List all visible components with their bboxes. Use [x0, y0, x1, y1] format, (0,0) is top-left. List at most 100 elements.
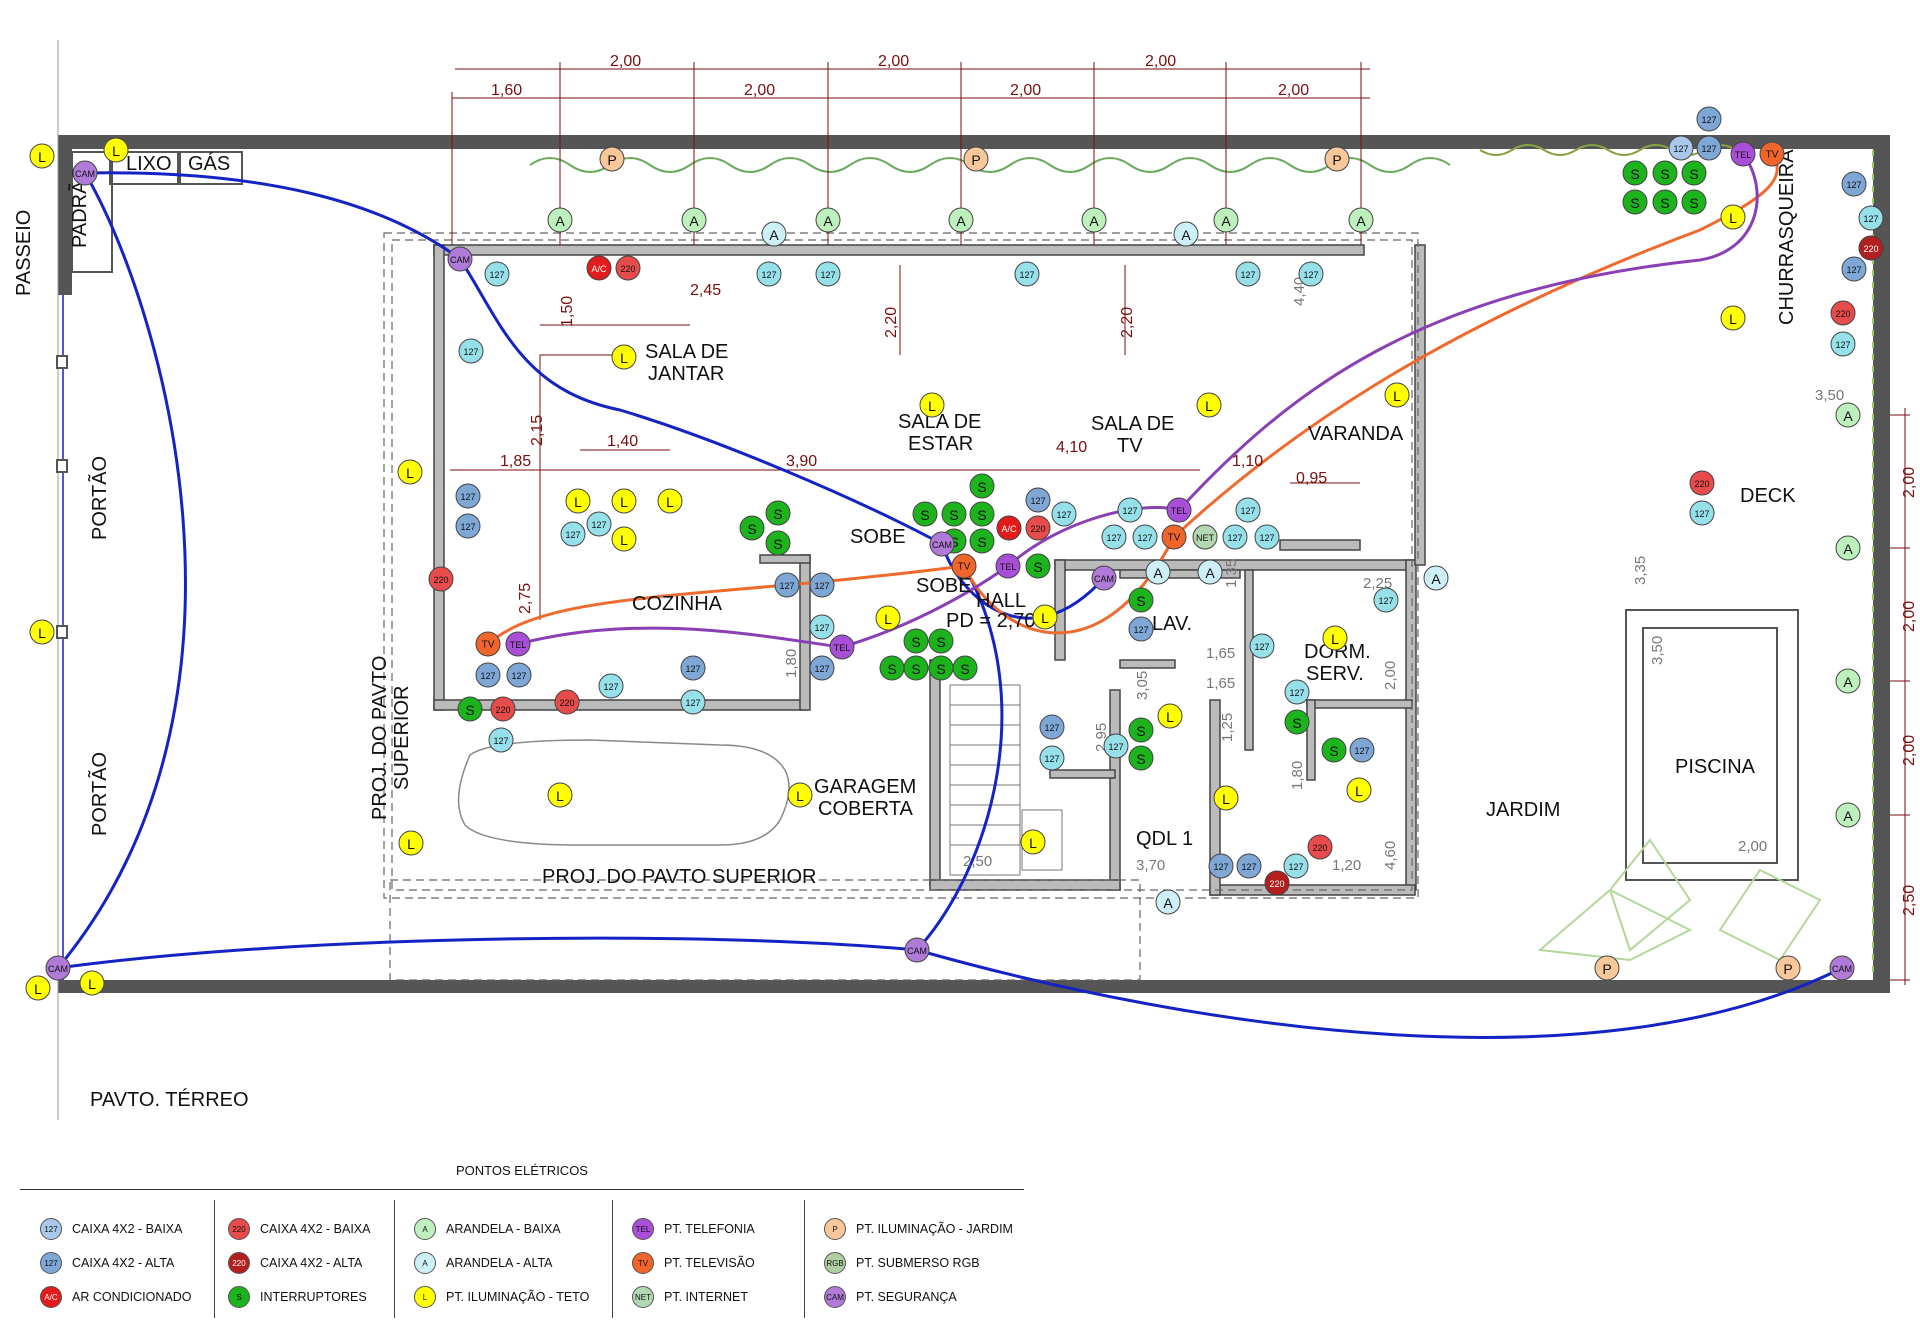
point-ab: A: [1835, 668, 1861, 694]
point-127c: 127: [756, 261, 782, 287]
point-220a: 220: [1858, 235, 1884, 261]
legend-divider: [20, 1189, 1024, 1190]
point-label: 220: [1030, 524, 1045, 534]
dimension-text: 2,00: [744, 82, 775, 99]
point-s: S: [1622, 160, 1648, 186]
pool: [1625, 609, 1799, 881]
legend-label: PT. ILUMINAÇÃO - TETO: [446, 1290, 590, 1304]
dimension-text: 2,00: [1738, 838, 1767, 855]
point-127a: 127: [1841, 171, 1867, 197]
point-s: S: [765, 500, 791, 526]
point-label: CAM: [1094, 574, 1114, 584]
point-label: S: [977, 479, 986, 495]
point-label: L: [1029, 835, 1037, 851]
point-127c: 127: [1284, 679, 1310, 705]
point-l: L: [29, 143, 55, 169]
legend-label: PT. ILUMINAÇÃO - JARDIM: [856, 1222, 1013, 1236]
point-label: A/C: [591, 264, 607, 274]
point-127c: 127: [1235, 497, 1261, 523]
dimension-text: 1,80: [1289, 761, 1306, 790]
point-p: P: [1324, 146, 1350, 172]
point-label: A: [1431, 571, 1441, 587]
point-label: CAM: [48, 964, 68, 974]
dimension-text: 1,10: [1232, 453, 1263, 470]
point-ab: A: [948, 207, 974, 233]
dimension-text: 2,00: [1901, 601, 1918, 632]
point-ab: A: [1835, 802, 1861, 828]
projection-outline: [383, 232, 1419, 981]
point-127a: 127: [809, 655, 835, 681]
point-l: L: [657, 488, 683, 514]
point-net: NET: [1192, 524, 1218, 550]
point-label: 220: [1863, 244, 1878, 254]
point-label: TV: [482, 640, 495, 651]
dimension-text: 2,20: [883, 307, 900, 338]
point-label: L: [928, 398, 936, 414]
point-label: 127: [779, 581, 794, 591]
point-l: L: [79, 970, 105, 996]
point-label: S: [949, 507, 958, 523]
utility-boxes: [71, 151, 243, 273]
legend-column-divider: [804, 1200, 805, 1318]
point-label: A: [1205, 565, 1215, 581]
point-label: L: [1355, 783, 1363, 799]
point-label: 127: [1863, 214, 1878, 224]
point-l: L: [611, 488, 637, 514]
point-label: 127: [591, 520, 606, 530]
point-label: TEL: [1171, 506, 1188, 516]
point-s: S: [969, 528, 995, 554]
legend-symbol-icon: 220: [228, 1218, 250, 1240]
point-label: L: [796, 788, 804, 804]
room-label: LIXO: [126, 153, 172, 175]
point-l: L: [919, 392, 945, 418]
point-cam: CAM: [929, 531, 955, 557]
point-label: L: [1166, 709, 1174, 725]
point-label: L: [1222, 791, 1230, 807]
point-label: 127: [1030, 496, 1045, 506]
point-label: 127: [565, 530, 580, 540]
point-220a: 220: [1264, 870, 1290, 896]
point-label: S: [1660, 166, 1669, 182]
point-label: A: [1163, 895, 1173, 911]
point-label: TEL: [1000, 562, 1017, 572]
point-label: S: [1136, 593, 1145, 609]
point-l: L: [397, 459, 423, 485]
legend-label: ARANDELA - BAIXA: [446, 1222, 561, 1236]
legend-label: CAIXA 4X2 - ALTA: [72, 1256, 175, 1270]
wiring-purple: [517, 153, 1759, 649]
legend-label: PT. INTERNET: [664, 1290, 749, 1304]
point-ab: A: [547, 207, 573, 233]
point-127c: 127: [1101, 524, 1127, 550]
point-label: 127: [1044, 723, 1059, 733]
dimension-text: 2,00: [878, 53, 909, 70]
point-s: S: [928, 655, 954, 681]
dimension-text: 1,65: [1206, 675, 1235, 692]
point-s: S: [1128, 587, 1154, 613]
point-ab: A: [815, 207, 841, 233]
point-label: 127: [1122, 506, 1137, 516]
dimension-text: 2,00: [1382, 661, 1399, 690]
point-127c: 127: [560, 521, 586, 547]
room-label: DORM.: [1304, 641, 1371, 663]
point-s: S: [952, 655, 978, 681]
legend-symbol-icon: A: [414, 1252, 436, 1274]
room-label: SALA DE: [1091, 413, 1174, 435]
point-aa: A: [1145, 559, 1171, 585]
point-s: S: [941, 501, 967, 527]
point-s: S: [903, 655, 929, 681]
room-label: DECK: [1740, 485, 1796, 507]
point-label: 127: [1673, 144, 1688, 154]
point-127a: 127: [1696, 135, 1722, 161]
point-127a: 127: [1025, 487, 1051, 513]
room-label: CHURRASQUEIRA: [1776, 149, 1798, 325]
point-ab: A: [1835, 402, 1861, 428]
point-ac: A/C: [996, 515, 1022, 541]
point-220b: 220: [1689, 470, 1715, 496]
point-s: S: [1622, 189, 1648, 215]
point-label: L: [34, 981, 42, 997]
